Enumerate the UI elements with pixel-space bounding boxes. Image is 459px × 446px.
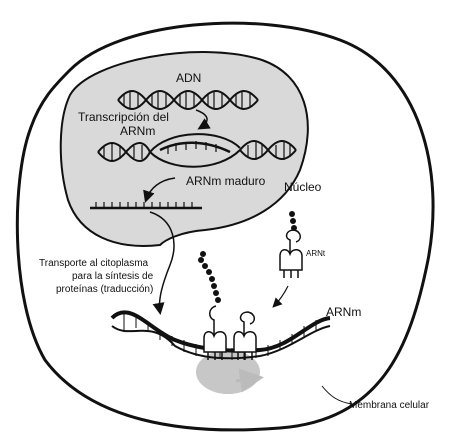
- arrow-trna-to-ribosome: [272, 285, 289, 308]
- label-mrna: ARNm: [326, 305, 361, 319]
- dna-helix-transcribing: [97, 133, 297, 168]
- label-dna: ADN: [176, 71, 201, 85]
- label-trna: ARNt: [306, 249, 326, 258]
- mature-mrna-strand: [90, 202, 202, 210]
- label-cell-membrane: Membrana celular: [349, 400, 430, 411]
- label-mature-mrna: ARNm maduro: [186, 174, 266, 188]
- trna-incoming: [279, 229, 303, 278]
- label-transport-line3: proteínas (traducción): [56, 284, 153, 295]
- amino-acid-incoming: [289, 211, 297, 231]
- trna-in-ribosome-2: [233, 311, 257, 360]
- cell-membrane-outline: [15, 21, 435, 432]
- label-transcription-line1: Transcripción del: [78, 110, 169, 124]
- amino-acid-chain: [198, 251, 221, 303]
- label-nucleus: Núcleo: [284, 180, 322, 194]
- ribosome-movement-arrow: [235, 368, 264, 393]
- arrow-dna-to-transcription: [195, 109, 211, 130]
- trna-in-ribosome-1: [203, 305, 227, 360]
- membrane-label-leader: [321, 385, 353, 405]
- arrow-transport-to-cytoplasm: [149, 211, 175, 315]
- nucleus: [59, 51, 309, 247]
- dna-helix-top: [117, 90, 259, 110]
- label-transport-line1: Transporte al citoplasma: [39, 258, 149, 269]
- label-transport-line2: para la síntesis de: [72, 271, 154, 282]
- label-transcription-line2: ARNm: [120, 124, 155, 138]
- arrow-to-mature-mrna: [143, 177, 176, 203]
